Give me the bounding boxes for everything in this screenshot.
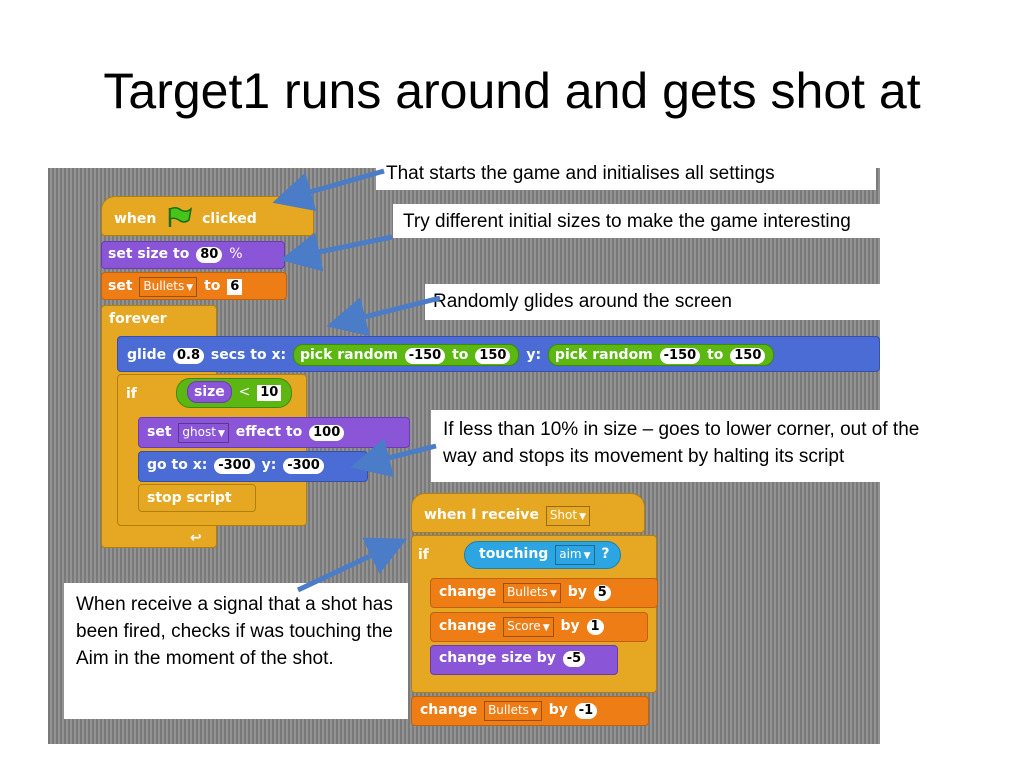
- arrow-less: [350, 438, 437, 478]
- chevron-down-icon: ▼: [217, 429, 225, 439]
- threshold-input[interactable]: 10: [257, 385, 282, 401]
- random-y-max-input[interactable]: 150: [730, 348, 766, 364]
- percent-label: %: [229, 246, 243, 262]
- goto-y-input[interactable]: -300: [283, 458, 324, 474]
- arrow-start: [272, 168, 385, 212]
- variable-dropdown[interactable]: Bullets▼: [139, 277, 198, 297]
- touching-label: touching: [479, 546, 549, 562]
- change-value-input[interactable]: 5: [593, 585, 611, 601]
- bullets-value-input[interactable]: 6: [227, 279, 243, 295]
- variable-dropdown[interactable]: Bullets▼: [484, 701, 542, 721]
- change-label: change: [439, 584, 497, 600]
- arrow-glide: [326, 295, 441, 337]
- callout-sizes: Try different initial sizes to make the …: [393, 204, 973, 238]
- green-flag-icon: [165, 206, 193, 232]
- random-y-min-input[interactable]: -150: [659, 348, 701, 364]
- change-label: change: [420, 702, 478, 718]
- set-size-block[interactable]: set size to 80 %: [101, 241, 285, 269]
- go-to-xy-block[interactable]: go to x: -300 y: -300: [138, 451, 368, 482]
- glide-secs-input[interactable]: 0.8: [173, 348, 205, 364]
- size-value-input[interactable]: 80: [196, 247, 223, 263]
- to-label: to: [452, 347, 469, 363]
- callout-start: That starts the game and initialises all…: [376, 160, 876, 190]
- go-to-x-label: go to x:: [147, 457, 208, 473]
- variable-dropdown[interactable]: Score▼: [503, 617, 554, 637]
- less-than-operator: <: [238, 384, 251, 400]
- change-value-input[interactable]: 1: [586, 619, 604, 635]
- callout-less-than: If less than 10% in size – goes to lower…: [431, 410, 1024, 482]
- clicked-label: clicked: [202, 211, 257, 227]
- set-label: set: [147, 424, 172, 440]
- glide-label: glide: [127, 347, 167, 363]
- set-bullets-block[interactable]: set Bullets▼ to 6: [101, 272, 287, 300]
- change-size-value-input[interactable]: -5: [562, 651, 586, 667]
- change-bullets-by-minus1-block[interactable]: change Bullets▼ by -1: [411, 696, 649, 726]
- effect-value-input[interactable]: 100: [309, 425, 345, 441]
- change-bullets-by-5-block[interactable]: change Bullets▼ by 5: [430, 578, 658, 608]
- when-label: when: [114, 211, 157, 227]
- callout-less-line1: If less than 10% in size – goes to lower…: [443, 419, 920, 440]
- change-size-label: change size by: [439, 650, 556, 666]
- forever-end-arrow: ↩: [190, 530, 202, 546]
- callout-glide: Randomly glides around the screen: [425, 284, 880, 320]
- goto-x-input[interactable]: -300: [214, 458, 255, 474]
- arrow-sizes: [280, 232, 393, 272]
- when-i-receive-hat[interactable]: when I receive Shot▼: [411, 493, 645, 533]
- change-value-input[interactable]: -1: [574, 703, 598, 719]
- by-label: by: [567, 584, 587, 600]
- to-label: to: [707, 347, 724, 363]
- by-label: by: [560, 618, 580, 634]
- by-label: by: [548, 702, 568, 718]
- chevron-down-icon: ▼: [583, 551, 591, 561]
- effect-dropdown[interactable]: ghost▼: [178, 423, 229, 443]
- glide-block[interactable]: glide 0.8 secs to x: pick random -150 to…: [117, 336, 880, 372]
- callout-less-line2: way and stops its movement by halting it…: [443, 446, 845, 467]
- touching-aim-condition[interactable]: touching aim▼ ?: [464, 541, 621, 569]
- touching-target-dropdown[interactable]: aim▼: [555, 545, 595, 565]
- set-size-label: set size to: [108, 246, 190, 262]
- change-score-by-1-block[interactable]: change Score▼ by 1: [430, 612, 648, 642]
- slide-title: Target1 runs around and gets shot at: [103, 63, 921, 119]
- set-label: set: [108, 278, 133, 294]
- pick-random-label: pick random: [554, 347, 653, 363]
- change-size-block[interactable]: change size by -5: [430, 645, 618, 675]
- question-mark: ?: [601, 546, 610, 562]
- chevron-down-icon: ▼: [186, 283, 194, 293]
- secs-to-x-label: secs to x:: [210, 347, 287, 363]
- effect-to-label: effect to: [235, 424, 303, 440]
- chevron-down-icon: ▼: [549, 589, 557, 599]
- random-x-max-input[interactable]: 150: [475, 348, 511, 364]
- pick-random-y-reporter[interactable]: pick random -150 to 150: [547, 344, 775, 366]
- if-label: if: [126, 386, 137, 402]
- if-label: if: [418, 547, 429, 563]
- chevron-down-icon: ▼: [579, 512, 587, 522]
- callout-receive: When receive a signal that a shot has be…: [64, 583, 408, 719]
- y-label: y:: [526, 347, 542, 363]
- stop-script-block[interactable]: stop script: [138, 484, 256, 512]
- forever-label: forever: [109, 311, 167, 327]
- to-label: to: [204, 278, 221, 294]
- variable-dropdown[interactable]: Bullets▼: [503, 583, 561, 603]
- message-dropdown[interactable]: Shot▼: [545, 506, 591, 526]
- pick-random-label: pick random: [299, 347, 398, 363]
- random-x-min-input[interactable]: -150: [404, 348, 446, 364]
- chevron-down-icon: ▼: [542, 623, 550, 633]
- goto-y-label: y:: [261, 457, 277, 473]
- change-label: change: [439, 618, 497, 634]
- pick-random-x-reporter[interactable]: pick random -150 to 150: [292, 344, 520, 366]
- size-less-than-condition[interactable]: size < 10: [176, 378, 293, 408]
- when-i-receive-label: when I receive: [424, 507, 539, 523]
- arrow-receive: [296, 537, 408, 593]
- size-reporter[interactable]: size: [187, 381, 232, 403]
- chevron-down-icon: ▼: [530, 707, 538, 717]
- set-ghost-effect-block[interactable]: set ghost▼ effect to 100: [138, 417, 410, 448]
